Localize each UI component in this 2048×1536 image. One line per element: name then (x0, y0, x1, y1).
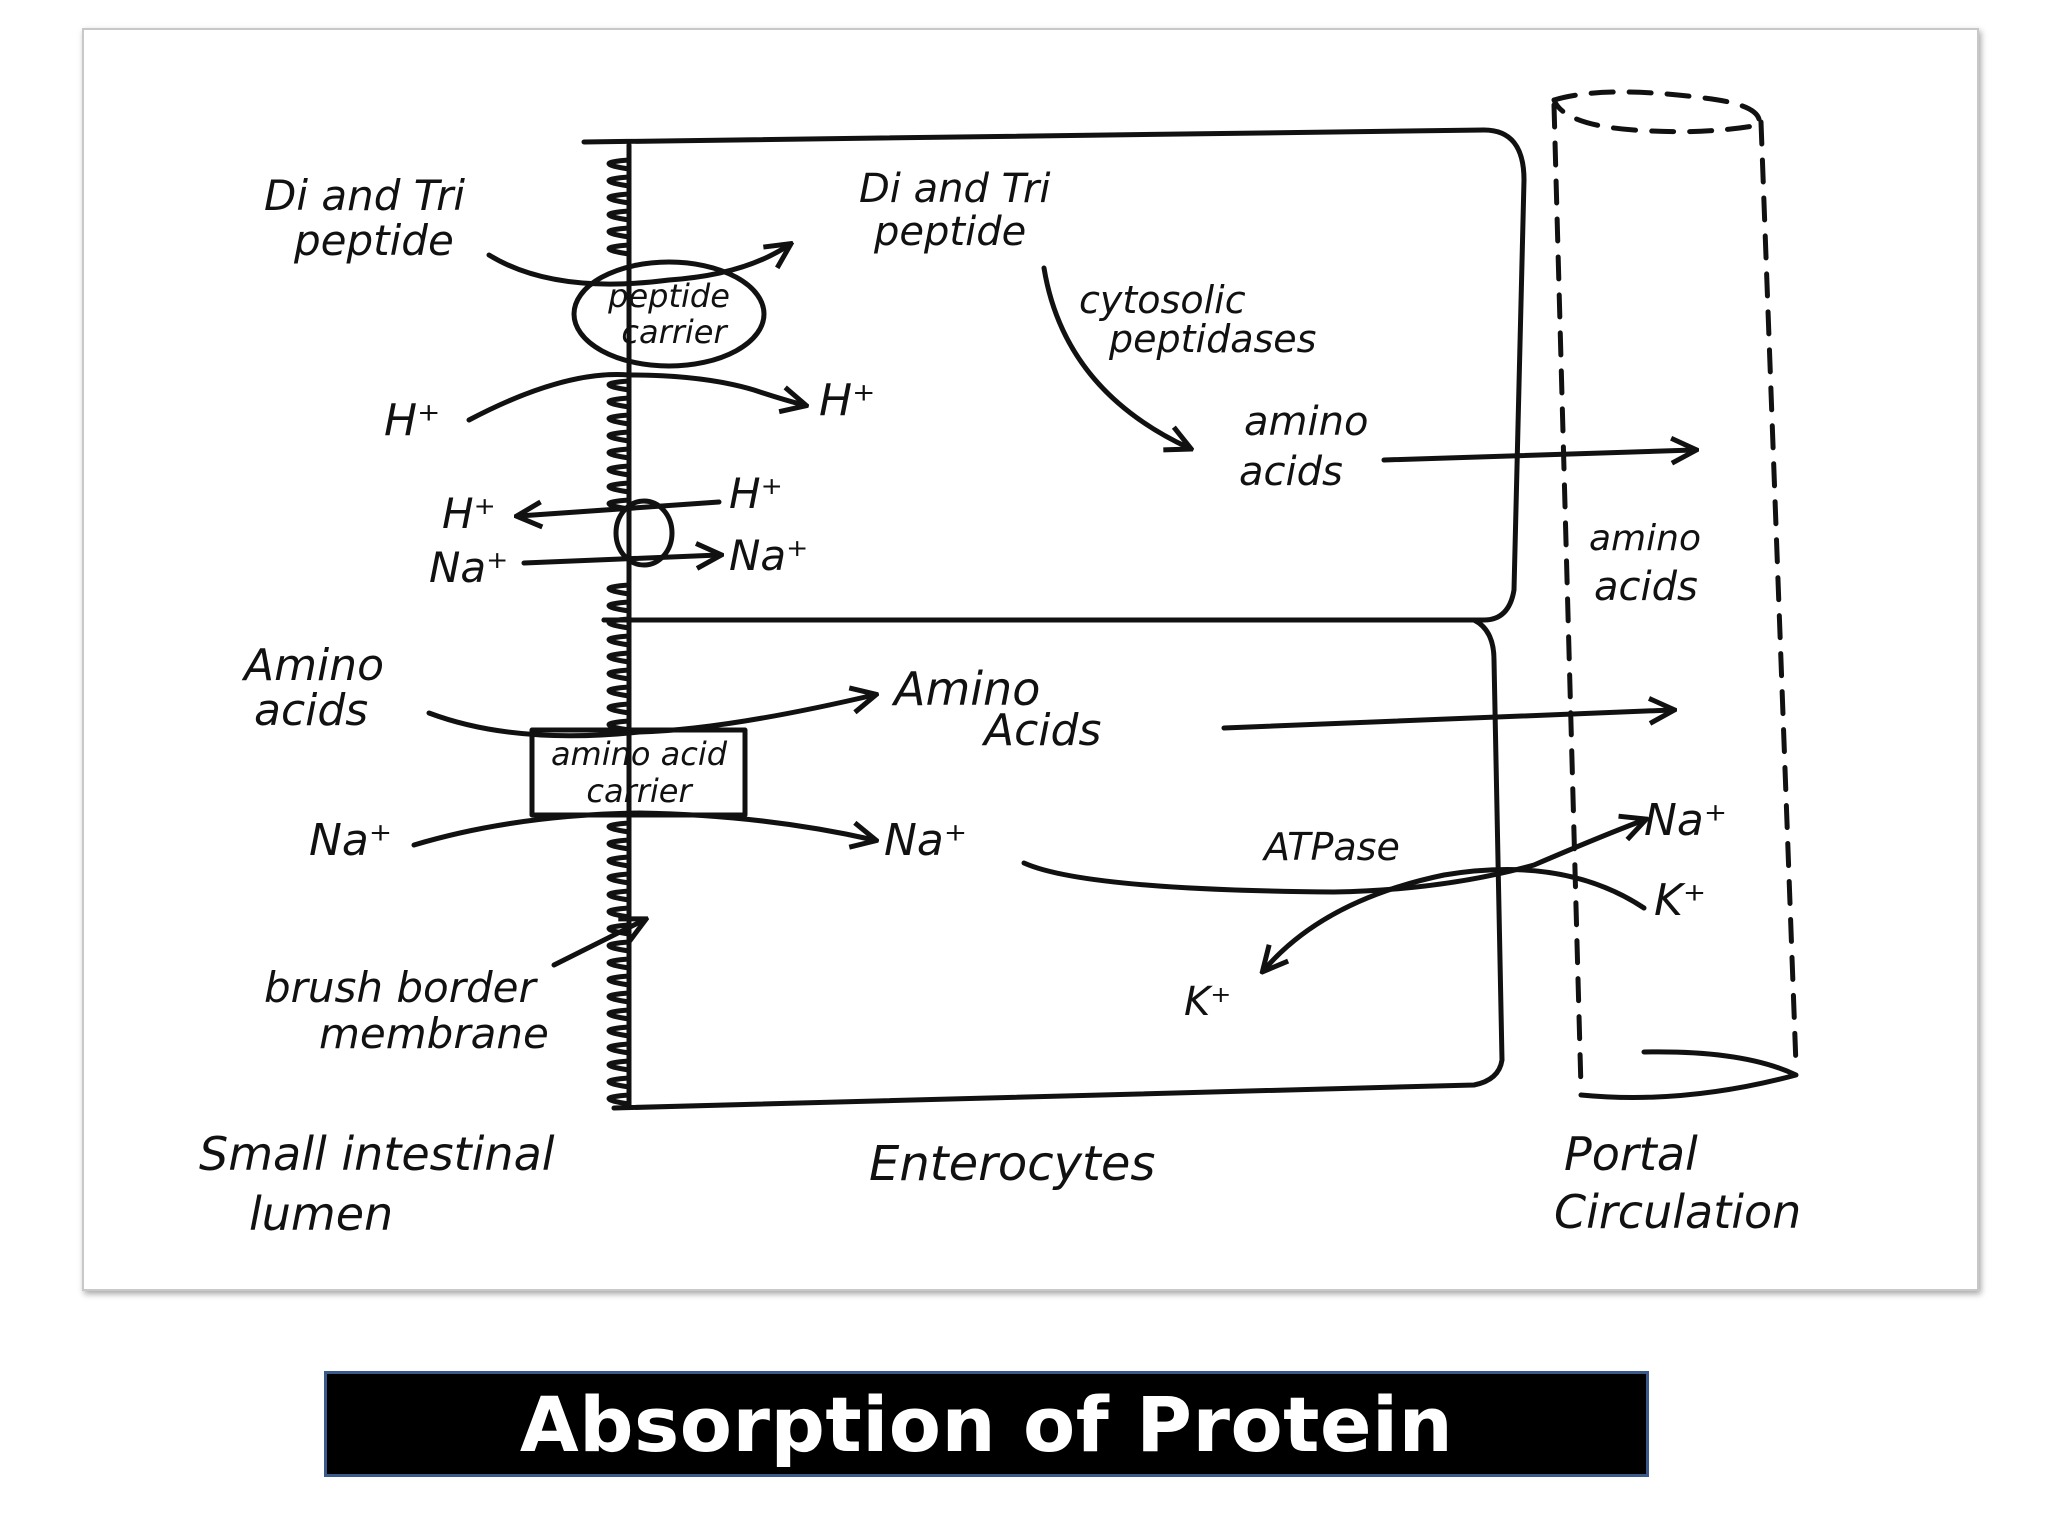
amino-acid-carrier-label-2: carrier (586, 772, 693, 810)
cell-amino-acids-2: Acids (981, 705, 1101, 756)
brush-border-label-1: brush border (264, 963, 539, 1012)
cell-amino-acids-top-1: amino (1244, 399, 1368, 445)
na-exchanger-right-label: Na⁺ (729, 531, 808, 580)
cell-peptide-label-2: peptide (873, 209, 1026, 255)
na-cotransport-arrow (411, 810, 874, 845)
portal-vessel (1551, 89, 1799, 1100)
h-cotransport-arrow (466, 372, 804, 423)
brush-border-label-2: membrane (319, 1009, 549, 1058)
lumen-peptide-label-2: peptide (293, 216, 454, 265)
portal-amino-acids-1: amino (1589, 518, 1701, 559)
h-cell-label: H⁺ (819, 375, 875, 426)
cytosolic-peptidases-label-2: peptidases (1108, 317, 1316, 361)
diagram-image: peptide carrier Di and Tri peptide Di an… (82, 28, 1979, 1291)
portal-na-label: Na⁺ (1644, 795, 1727, 846)
peptide-carrier-label-2: carrier (621, 313, 728, 351)
cell-peptide-label-1: Di and Tri (859, 166, 1050, 212)
peptide-arrow (486, 245, 789, 287)
lumen-region-label-1: Small intestinal (199, 1127, 555, 1181)
amino-acids-to-portal-arrow-bottom (1221, 710, 1672, 731)
cytosolic-peptidases-label-1: cytosolic (1079, 278, 1246, 322)
portal-amino-acids-2: acids (1594, 564, 1698, 610)
protein-absorption-diagram: peptide carrier Di and Tri peptide Di an… (199, 89, 1801, 1241)
enterocytes-region-label: Enterocytes (869, 1136, 1155, 1192)
peptidase-arrow (1041, 265, 1189, 448)
enterocyte-top-cell (581, 127, 1527, 623)
amino-acid-carrier-label-1: amino acid (551, 735, 728, 773)
atpase-label: ATPase (1261, 825, 1400, 869)
h-exchanger-right-label: H⁺ (729, 469, 783, 518)
peptide-carrier (571, 259, 767, 369)
portal-region-label-1: Portal (1564, 1127, 1698, 1181)
portal-region-label-2: Circulation (1554, 1185, 1801, 1239)
na-h-exchanger (613, 498, 675, 568)
lumen-amino-acids-2: acids (254, 685, 368, 736)
lumen-region-label-2: lumen (249, 1187, 393, 1241)
brush-border-microvilli (606, 142, 632, 1108)
h-exchanger-left-label: H⁺ (442, 489, 496, 538)
na-cell-label: Na⁺ (884, 815, 967, 866)
page-title: Absorption of Protein (519, 1379, 1454, 1469)
cell-amino-acids-top-2: acids (1239, 449, 1343, 495)
h-exchanger-arrow (519, 499, 722, 516)
cell-k-label: K⁺ (1184, 979, 1231, 1025)
na-exchanger-left-label: Na⁺ (429, 543, 508, 592)
na-exchanger-arrow (521, 555, 719, 563)
brush-border-pointer-arrow (551, 920, 644, 968)
title-bar: Absorption of Protein (324, 1371, 1649, 1477)
k-to-cell-arrow (1264, 867, 1647, 970)
portal-k-label: K⁺ (1654, 875, 1706, 926)
h-lumen-label: H⁺ (384, 395, 440, 446)
na-lumen-label: Na⁺ (309, 815, 392, 866)
lumen-peptide-label-1: Di and Tri (264, 171, 465, 220)
amino-acids-transport-arrow (426, 695, 874, 739)
cell-amino-acids-1: Amino (891, 662, 1040, 716)
enterocyte-bottom-cell (601, 617, 1505, 1111)
amino-acids-to-portal-arrow-top (1381, 450, 1694, 460)
lumen-amino-acids-1: Amino (241, 640, 384, 691)
